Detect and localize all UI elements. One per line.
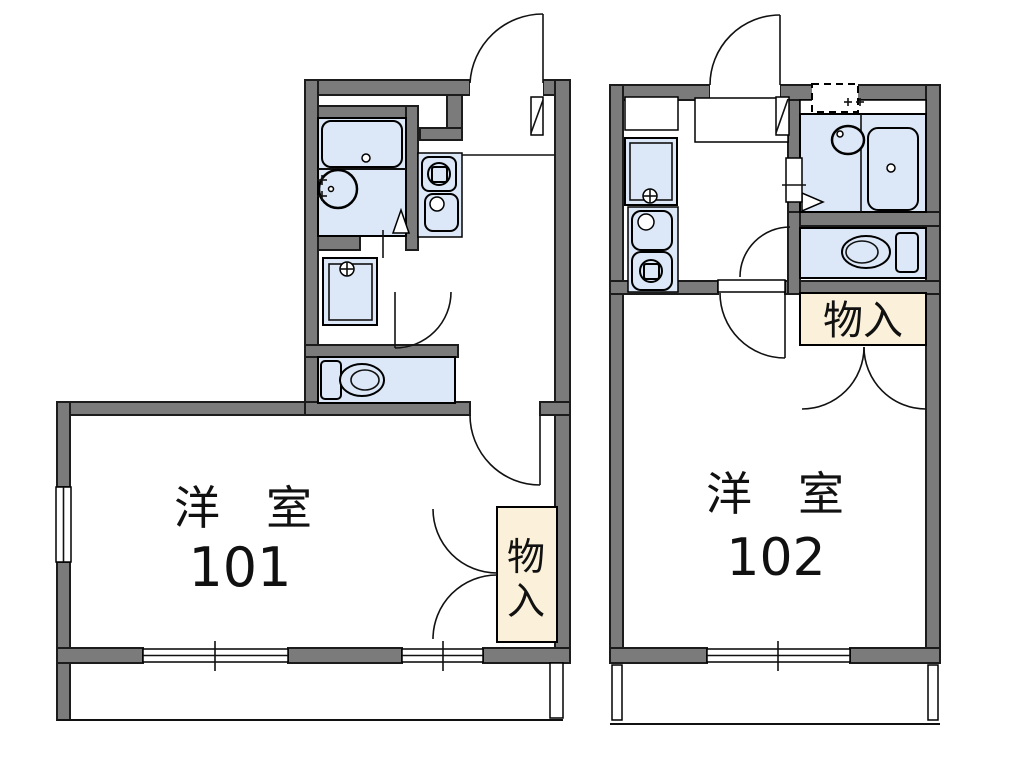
wall xyxy=(304,344,459,358)
wall xyxy=(56,401,306,416)
toilet-door-swing xyxy=(739,226,791,278)
wall xyxy=(56,401,71,488)
wall xyxy=(56,647,144,664)
room-number-101: 101 xyxy=(188,536,291,599)
balcony-post-left xyxy=(611,664,623,721)
wall xyxy=(925,84,941,664)
toilet-tank xyxy=(320,360,342,400)
wall xyxy=(287,647,403,664)
room-label-102: 洋 室 xyxy=(706,467,844,521)
wall xyxy=(609,84,624,664)
entry-102 xyxy=(694,14,790,143)
wall xyxy=(554,79,571,416)
washing-machine-101 xyxy=(322,257,378,326)
wall xyxy=(446,94,463,133)
door-swing xyxy=(394,291,452,349)
closet-101: 物 入 xyxy=(432,506,558,643)
room-number-102: 102 xyxy=(726,528,825,588)
wall xyxy=(56,561,71,649)
balcony-102 xyxy=(610,664,940,725)
wall xyxy=(317,235,361,251)
toilet-101 xyxy=(317,356,456,404)
balcony-post-right xyxy=(927,664,939,721)
wall xyxy=(609,647,708,664)
wall xyxy=(317,105,419,119)
wall xyxy=(482,647,571,664)
wall xyxy=(794,211,941,227)
closet-label: 物入 xyxy=(823,298,903,344)
bathroom-101 xyxy=(317,117,411,258)
wall xyxy=(849,647,941,664)
toilet-bowl-inner xyxy=(350,369,380,391)
shoe-cabinet-102 xyxy=(624,96,679,131)
entry-101 xyxy=(462,13,555,156)
closet-box xyxy=(799,292,927,346)
washbasin-faucet-dot xyxy=(836,130,844,138)
genkan-step xyxy=(694,97,789,143)
room-door-102 xyxy=(717,279,786,359)
stove-burner-icon xyxy=(639,259,663,283)
door-panel xyxy=(717,279,786,293)
washing-machine-102 xyxy=(624,137,678,206)
closet-box xyxy=(496,506,558,643)
closet-label-char-bottom: 入 xyxy=(507,579,545,623)
bath-door-triangle-icon xyxy=(391,207,411,234)
stove-burner-icon xyxy=(427,162,451,186)
closet-label-char-top: 物 xyxy=(507,535,545,579)
closet-door-swing-left xyxy=(801,346,865,410)
washbasin xyxy=(830,124,866,156)
room-label-101: 洋 室 xyxy=(174,481,312,535)
window-bottom-102 xyxy=(706,641,851,671)
wall xyxy=(304,79,319,416)
closet-door-swing-right xyxy=(863,346,927,410)
window-bottom-left-101 xyxy=(142,641,289,671)
toilet-102 xyxy=(739,226,927,279)
unit-102: 物入 洋 室 102 xyxy=(609,14,941,725)
balcony-101 xyxy=(56,662,564,721)
kitchen-sink-drain xyxy=(637,213,655,231)
wall xyxy=(539,401,571,416)
door-swing xyxy=(469,414,541,486)
door-swing xyxy=(719,292,786,359)
window-left-101 xyxy=(55,486,72,563)
kitchen-sink-drain xyxy=(429,196,445,212)
bath-sliding-door xyxy=(785,157,803,203)
balcony-side-wall xyxy=(56,662,71,721)
washroom-door-101 xyxy=(394,291,452,349)
stove-burner-grate-icon xyxy=(643,263,660,280)
bathroom-102 xyxy=(782,83,927,213)
stove-burner-grate-icon xyxy=(431,166,448,183)
window-bottom-right-101 xyxy=(401,641,484,671)
closet-door-swing-bottom xyxy=(432,574,498,640)
water-heater-dashed-box xyxy=(811,83,859,113)
wall xyxy=(304,79,471,96)
room-door-101 xyxy=(469,414,541,486)
kitchen-102 xyxy=(627,206,679,293)
wall xyxy=(779,84,941,101)
walls-101 xyxy=(56,79,571,664)
toilet-bowl xyxy=(339,363,385,397)
washbasin xyxy=(317,168,359,210)
bathtub-drain xyxy=(361,153,371,163)
stove xyxy=(421,156,457,192)
toilet-tank xyxy=(895,232,919,273)
closet-door-swing-top xyxy=(432,508,498,574)
entry-door-swing xyxy=(469,13,544,84)
faucet-cross-icon xyxy=(317,175,327,201)
washbasin-faucet-dot xyxy=(327,185,335,193)
bathtub xyxy=(321,120,403,168)
balcony-partition xyxy=(549,662,564,719)
entry-door-swing xyxy=(709,14,781,86)
faucet-cross-icon xyxy=(844,98,864,106)
stove xyxy=(631,251,673,291)
toilet-bowl-inner xyxy=(845,240,879,264)
toilet-bowl xyxy=(841,235,891,269)
kitchen-101 xyxy=(417,152,463,238)
unit-101: 物 入 洋 室 101 xyxy=(55,13,571,721)
wall xyxy=(787,211,801,295)
closet-102: 物入 xyxy=(799,292,927,410)
wall xyxy=(419,127,463,141)
bathtub-drain xyxy=(886,163,896,173)
